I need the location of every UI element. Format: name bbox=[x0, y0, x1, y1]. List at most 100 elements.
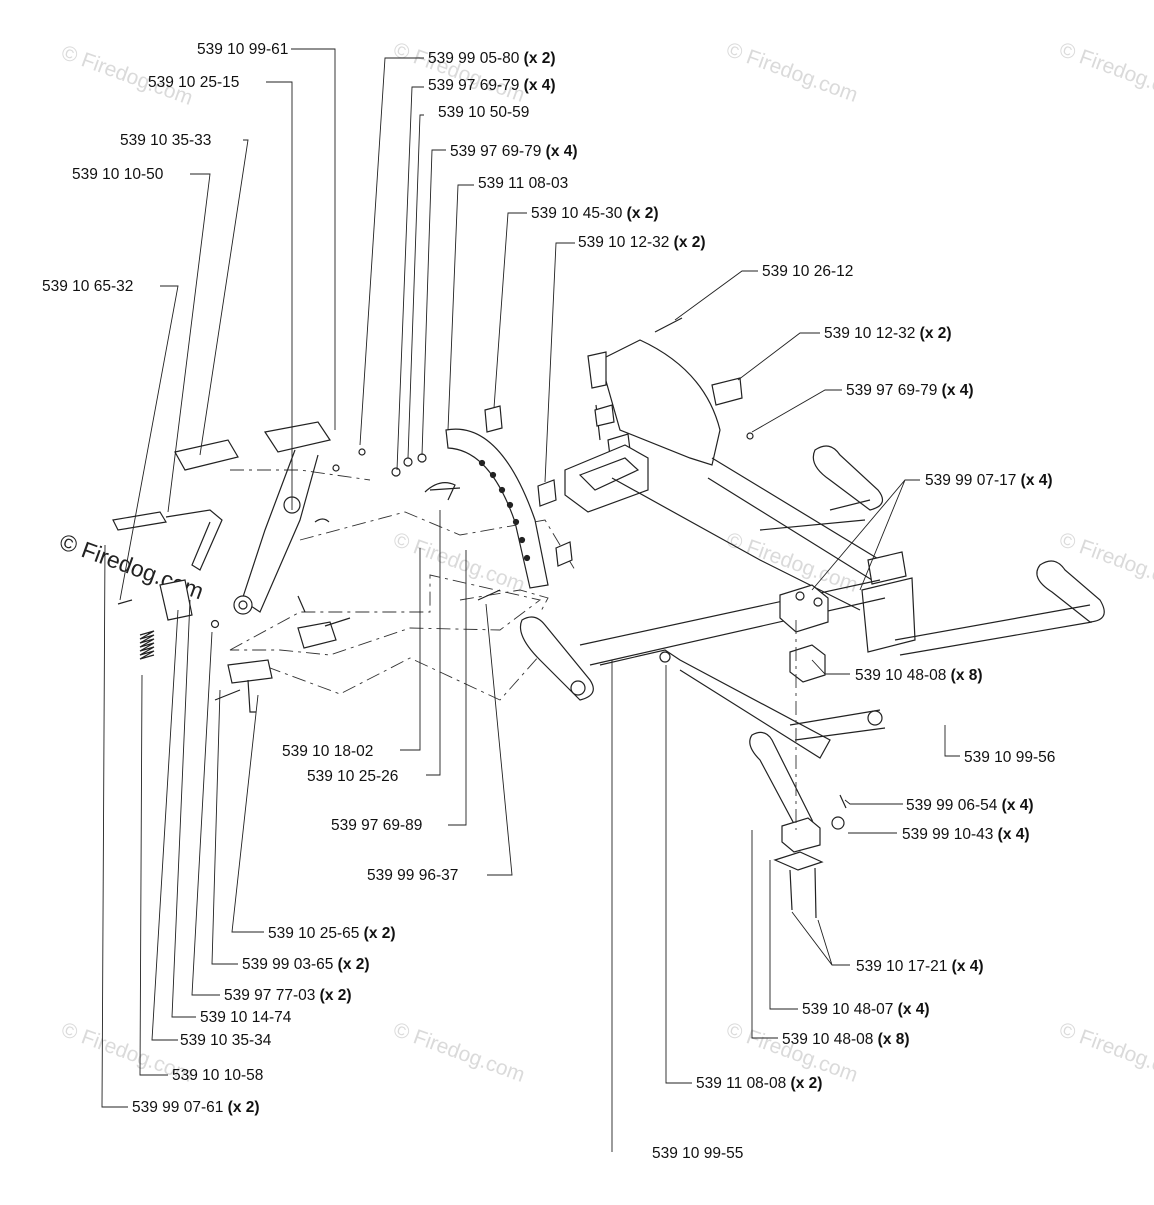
hole bbox=[498, 486, 506, 494]
leader-line bbox=[844, 799, 903, 805]
part-label: 539 10 26-12 bbox=[762, 263, 853, 280]
bolt bbox=[477, 589, 501, 601]
brake-pedal-pad bbox=[174, 439, 239, 471]
leader-line bbox=[211, 689, 238, 965]
assembly-line bbox=[239, 654, 541, 701]
leader-line bbox=[751, 830, 778, 1039]
pin bbox=[839, 794, 847, 809]
nut bbox=[746, 432, 754, 440]
leader-line bbox=[674, 270, 758, 321]
leader-line bbox=[944, 725, 960, 757]
part-label: 539 10 10-58 bbox=[172, 1067, 263, 1084]
part-label: 539 10 18-02 bbox=[282, 743, 373, 760]
mounting-plate bbox=[861, 577, 916, 653]
leader-lines bbox=[101, 48, 960, 1108]
washer bbox=[831, 816, 845, 830]
leader-line bbox=[171, 599, 196, 1018]
hole bbox=[506, 501, 514, 509]
pin bbox=[324, 617, 351, 627]
leader-line bbox=[448, 550, 467, 826]
bushing bbox=[484, 405, 503, 433]
nut bbox=[210, 619, 220, 629]
frame-bushing bbox=[594, 404, 615, 427]
pin bbox=[214, 689, 241, 701]
leader-line bbox=[544, 242, 575, 483]
part-label: 539 97 69-79 (x 4) bbox=[846, 382, 974, 399]
assembly-line bbox=[299, 511, 576, 571]
pivot-block bbox=[564, 444, 649, 513]
part-label: 539 10 25-65 (x 2) bbox=[268, 925, 396, 942]
part-label: 539 10 17-21 (x 4) bbox=[856, 958, 984, 975]
lift-shaft bbox=[894, 604, 1093, 656]
part-label: 539 10 25-15 bbox=[148, 74, 239, 91]
flanged-bushing bbox=[711, 377, 743, 406]
nut bbox=[403, 457, 413, 467]
leader-line bbox=[791, 911, 850, 966]
drive-pedal-pad bbox=[264, 421, 331, 453]
part-label: 539 97 77-03 (x 2) bbox=[224, 987, 352, 1004]
pivot-block-slot bbox=[578, 457, 640, 491]
return-spring bbox=[139, 630, 155, 660]
hole bbox=[523, 554, 531, 562]
leader-line bbox=[421, 149, 446, 456]
pedal-hub-hole bbox=[238, 600, 248, 610]
part-label: 539 10 99-56 bbox=[964, 749, 1055, 766]
watermark-group: © Firedog.com © Firedog.com © Firedog.co… bbox=[56, 38, 1154, 1087]
pedal-arm bbox=[241, 449, 319, 613]
part-label: 539 10 99-61 bbox=[197, 41, 288, 58]
quadrant-holes bbox=[478, 459, 531, 562]
watermark: © Firedog.com bbox=[723, 38, 861, 107]
frame-beam-edge bbox=[611, 477, 861, 611]
leader-line bbox=[485, 603, 513, 876]
part-label: 539 10 48-08 (x 8) bbox=[782, 1031, 910, 1048]
watermark: © Firedog.com bbox=[390, 38, 528, 107]
leader-line bbox=[665, 665, 692, 1084]
part-label: 539 99 10-43 (x 4) bbox=[902, 826, 1030, 843]
part-label: 539 99 96-37 bbox=[367, 867, 458, 884]
shaft-end bbox=[867, 710, 883, 726]
bushing bbox=[537, 479, 557, 507]
frame-tab bbox=[587, 351, 607, 389]
watermark: © Firedog.com bbox=[390, 528, 528, 597]
part-labels: 539 10 99-61 539 10 25-15 539 10 35-33 5… bbox=[42, 41, 1055, 1162]
part-label: 539 10 10-50 bbox=[72, 166, 164, 183]
leader-line bbox=[119, 285, 179, 601]
bolt-head bbox=[795, 591, 805, 601]
part-label: 539 99 03-65 (x 2) bbox=[242, 956, 370, 973]
clevis-block bbox=[297, 621, 337, 649]
pin bbox=[117, 599, 133, 605]
bearing-half bbox=[789, 644, 826, 683]
part-label: 539 10 48-08 (x 8) bbox=[855, 667, 983, 684]
part-label: 539 97 69-79 (x 4) bbox=[450, 143, 578, 160]
leader-line bbox=[426, 510, 441, 776]
lever-bracket bbox=[159, 579, 193, 621]
washer bbox=[332, 464, 340, 472]
rod-end bbox=[659, 651, 671, 663]
part-label: 539 10 50-59 bbox=[438, 104, 529, 121]
retaining-clip bbox=[314, 518, 330, 523]
leader-line bbox=[291, 48, 336, 430]
part-label: 539 10 35-33 bbox=[120, 132, 211, 149]
watermark: © Firedog.com bbox=[1056, 1018, 1154, 1087]
lift-arm bbox=[1036, 560, 1105, 623]
part-label: 539 99 05-80 (x 2) bbox=[428, 50, 556, 67]
leader-line bbox=[191, 631, 220, 996]
washer bbox=[358, 448, 366, 456]
hole bbox=[478, 459, 486, 467]
part-label: 539 11 08-08 (x 2) bbox=[696, 1075, 822, 1092]
mounting-bracket bbox=[867, 551, 907, 585]
leader-line bbox=[811, 479, 920, 591]
leader-line bbox=[101, 544, 128, 1108]
part-label: 539 10 12-32 (x 2) bbox=[824, 325, 952, 342]
long-bolt bbox=[789, 867, 817, 919]
watermark: © Firedog.com bbox=[1056, 38, 1154, 107]
part-label: 539 11 08-03 bbox=[478, 175, 568, 192]
nut bbox=[391, 467, 401, 477]
cotter-pin bbox=[297, 595, 306, 613]
leader-line bbox=[447, 184, 474, 431]
lever-rod bbox=[165, 509, 223, 571]
lever-grip bbox=[112, 511, 167, 531]
arm-pivot bbox=[570, 680, 586, 696]
